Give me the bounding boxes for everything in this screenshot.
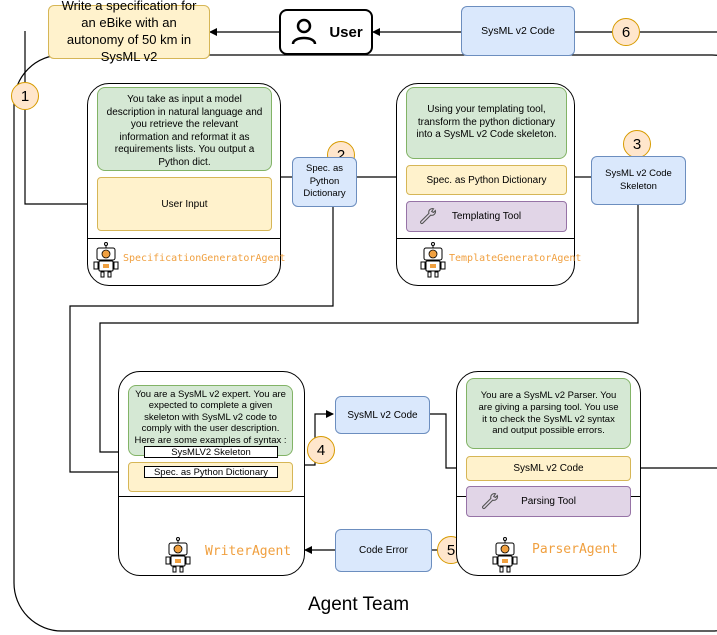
agent-team-container [13,54,717,632]
writer-skeleton-field: SysMLV2 Skeleton [144,446,278,458]
connector-step1-b [24,110,99,208]
templating-tool-box: Templating Tool [406,201,567,232]
agent-divider [119,496,304,497]
robot-icon [93,242,119,278]
user-label: User [329,23,363,41]
writer-spec-field: Spec. as Python Dictionary [144,466,278,478]
code-skeleton-box: SysML v2 Code Skeleton [591,156,686,205]
user-icon [292,18,317,45]
step-6-badge: 6 [612,18,640,46]
agent-divider [397,238,574,239]
wrench-icon [420,208,437,225]
parser-agent-prompt: You are a SysML v2 Parser. You are givin… [466,378,631,449]
spec-agent-input: User Input [97,177,272,231]
wrench-icon [482,493,499,510]
step-5-label: 5 [446,541,456,559]
parser-agent-input: SysML v2 Code [466,456,631,481]
user-box: User [279,9,373,55]
writer-output-box: SysML v2 Code [335,396,430,434]
spec-agent-input-label: User Input [161,198,208,210]
writer-spec-label: Spec. as Python Dictionary [153,466,269,478]
spec-agent-name: SpecificationGeneratorAgent [123,253,286,264]
step-2-label: 2 [336,146,346,164]
writer-output-label: SysML v2 Code [347,409,418,421]
parsing-tool-label: Parsing Tool [521,496,576,507]
agent-divider [88,238,280,239]
output-code-box: SysML v2 Code [461,6,575,56]
code-error-label: Code Error [359,545,408,556]
agent-team-label: Agent Team [307,594,410,615]
step-4-label: 4 [316,441,326,459]
spec-agent-prompt: You take as input a model description in… [97,87,272,171]
output-code-label: SysML v2 Code [481,25,555,37]
spec-dict-label: Spec. as Python Dictionary [303,163,346,200]
connector-skeleton-writer [99,205,639,456]
code-error-box: Code Error [335,529,432,572]
robot-icon [492,537,518,573]
template-agent-input: Spec. as Python Dictionary [406,165,567,195]
parser-agent-name: ParserAgent [532,542,619,557]
connector-dict-writer [69,205,334,476]
writer-agent-name: WriterAgent [205,544,292,559]
step-1-badge: 1 [11,82,39,110]
templating-tool-label: Templating Tool [451,211,522,222]
template-agent-prompt: Using your templating tool, transform th… [406,87,567,159]
step-6-label: 6 [621,23,631,41]
parser-agent-input-label: SysML v2 Code [513,463,584,474]
code-skeleton-label: SysML v2 Code Skeleton [605,168,672,192]
spec-dict-box: Spec. as Python Dictionary [292,157,357,207]
step-3-label: 3 [632,135,642,153]
parsing-tool-box: Parsing Tool [466,486,631,517]
task-text: Write a specification for an eBike with … [61,0,197,64]
writer-skeleton-label: SysMLV2 Skeleton [171,446,251,458]
robot-icon [165,537,191,573]
step-1-label: 1 [20,87,30,105]
template-agent-name: TemplateGeneratorAgent [449,253,582,264]
step-3-badge: 3 [623,130,651,158]
task-box: Write a specification for an eBike with … [48,0,210,64]
step-4-badge: 4 [307,436,335,464]
template-agent-input-label: Spec. as Python Dictionary [426,174,547,186]
robot-icon [420,242,446,278]
